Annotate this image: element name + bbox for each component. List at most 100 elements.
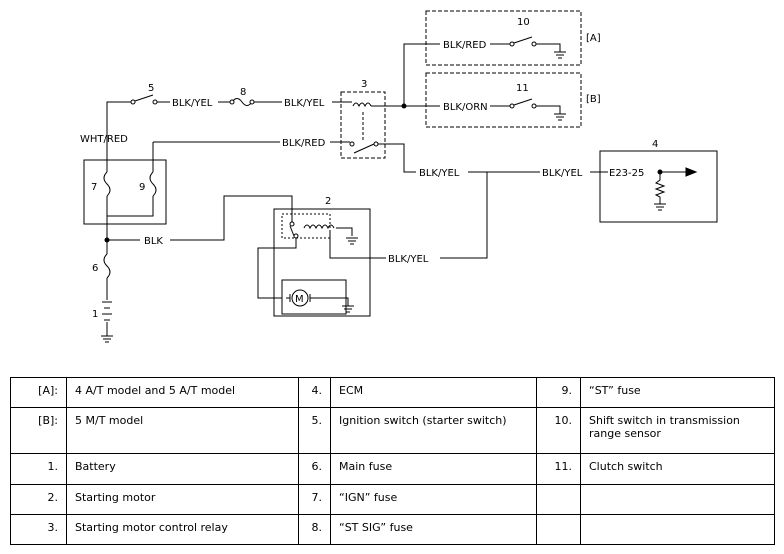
ecm-resistor xyxy=(654,174,666,204)
legend-value: “ST SIG” fuse xyxy=(330,513,537,546)
switch-11-blade xyxy=(513,98,533,106)
fuse-box-7-9 xyxy=(83,159,167,225)
wire-switch10-ground xyxy=(536,43,561,52)
relay-3-blade xyxy=(353,143,375,154)
battery-1-symbol xyxy=(102,301,112,321)
motor-solenoid-contact-b xyxy=(293,233,299,239)
component-number-3: 3 xyxy=(361,79,367,90)
legend-value: 4 A/T model and 5 A/T model xyxy=(66,376,299,409)
legend-row: 3. Starting motor control relay 8. “ST S… xyxy=(10,513,775,546)
legend-value: ECM xyxy=(330,376,537,409)
starting-circuit-diagram: 5 8 3 10 11 4 7 9 2 6 1 BLK/YEL BLK/YEL … xyxy=(80,10,718,343)
switch-5-contact-b xyxy=(152,99,158,105)
relay-3-contact-b xyxy=(373,141,379,147)
component-number-9: 9 xyxy=(139,182,145,193)
component-number-2: 2 xyxy=(325,196,331,207)
relay-3-box xyxy=(340,91,386,159)
legend-value: Shift switch in transmission range senso… xyxy=(580,407,775,455)
variant-a-box xyxy=(425,10,582,66)
legend-key xyxy=(536,513,581,546)
legend-row: [B]: 5 M/T model 5. Ignition switch (sta… xyxy=(10,407,775,455)
wire-label-wht-red: WHT/RED xyxy=(80,134,128,145)
component-number-10: 10 xyxy=(517,17,530,28)
legend-value: “IGN” fuse xyxy=(330,483,537,515)
wire-relay-to-ecm xyxy=(378,143,608,173)
relay-3-contact-a xyxy=(349,141,355,147)
switch-5-blade xyxy=(134,94,154,102)
legend-value: Clutch switch xyxy=(580,453,775,485)
wire-branch-to-motor xyxy=(329,172,488,259)
wire-label-blk-yel-5: BLK/YEL xyxy=(388,254,429,265)
legend-row: 1. Battery 6. Main fuse 11. Clutch switc… xyxy=(10,453,775,485)
legend-value xyxy=(580,483,775,515)
wire-label-blk: BLK xyxy=(144,236,163,247)
ecm-terminal-label: E23-25 xyxy=(609,168,644,179)
component-number-6: 6 xyxy=(92,263,98,274)
legend-key: 7. xyxy=(298,483,331,515)
variant-tag-b: [B] xyxy=(586,94,601,105)
motor-ground-wire xyxy=(310,297,349,306)
switch-10-contact-a xyxy=(509,41,515,47)
fuse-6-symbol xyxy=(103,253,111,279)
component-number-1: 1 xyxy=(92,309,98,320)
legend-value xyxy=(580,513,775,546)
legend-value: Starting motor xyxy=(66,483,299,515)
legend-value: Ignition switch (starter switch) xyxy=(330,407,537,455)
fuse-9-symbol xyxy=(149,171,157,197)
ecm-4-box xyxy=(599,150,718,223)
ecm-arrow-head xyxy=(685,167,698,177)
legend-value: 5 M/T model xyxy=(66,407,299,455)
legend-value: Starting motor control relay xyxy=(66,513,299,546)
legend-value: “ST” fuse xyxy=(580,376,775,409)
fuse-8-terminal-b xyxy=(249,99,255,105)
fuse-8-terminal-a xyxy=(229,99,235,105)
ecm-terminal-node xyxy=(657,169,663,175)
motor-wire xyxy=(257,238,297,299)
wire-label-blk-yel-1: BLK/YEL xyxy=(172,98,213,109)
variant-b-box xyxy=(425,72,582,128)
legend-key: 4. xyxy=(298,376,331,409)
wire-batt-to-switch xyxy=(106,101,131,145)
legend-key: 8. xyxy=(298,513,331,546)
motor-coil-ground-wire xyxy=(336,227,353,236)
switch-10-contact-b xyxy=(531,41,537,47)
fuse-8-symbol xyxy=(231,98,253,106)
wire-label-blk-yel-4: BLK/YEL xyxy=(542,168,583,179)
component-number-4: 4 xyxy=(652,139,658,150)
wire-switch11-ground xyxy=(536,105,561,114)
component-number-11: 11 xyxy=(516,83,529,94)
switch-5-contact-a xyxy=(130,99,136,105)
switch-11-contact-a xyxy=(509,103,515,109)
wire-label-blk-yel-2: BLK/YEL xyxy=(284,98,325,109)
motor-solenoid-contact-a xyxy=(289,221,295,227)
motor-solenoid-coil xyxy=(303,224,335,230)
legend-key: 11. xyxy=(536,453,581,485)
ground-11-symbol xyxy=(554,113,566,121)
component-number-8: 8 xyxy=(240,87,246,98)
motor-solenoid-blade xyxy=(289,225,295,237)
switch-11-contact-b xyxy=(531,103,537,109)
legend-key xyxy=(536,483,581,515)
legend-key: 2. xyxy=(10,483,67,515)
wire-label-blk-orn: BLK/ORN xyxy=(443,102,488,113)
legend-key: 5. xyxy=(298,407,331,455)
legend-value: Main fuse xyxy=(330,453,537,485)
legend-key: 3. xyxy=(10,513,67,546)
legend-row: 2. Starting motor 7. “IGN” fuse xyxy=(10,483,775,515)
wire-blk xyxy=(107,195,293,241)
variant-tag-a: [A] xyxy=(586,33,601,44)
wire-label-blk-red-top: BLK/RED xyxy=(443,40,487,51)
fuse-7-symbol xyxy=(103,171,111,197)
legend-row: [A]: 4 A/T model and 5 A/T model 4. ECM … xyxy=(10,376,775,409)
legend-key: [A]: xyxy=(10,376,67,409)
starting-motor-inner-box xyxy=(281,213,331,239)
legend-key: 10. xyxy=(536,407,581,455)
motor-symbol-label: M xyxy=(295,294,304,305)
wire-label-blk-yel-3: BLK/YEL xyxy=(419,168,460,179)
legend-key: [B]: xyxy=(10,407,67,455)
fuse-box-bus xyxy=(106,196,154,217)
ground-10-symbol xyxy=(554,51,566,59)
ecm-ground-symbol xyxy=(654,203,666,211)
motor-housing xyxy=(281,279,347,315)
legend-key: 9. xyxy=(536,376,581,409)
